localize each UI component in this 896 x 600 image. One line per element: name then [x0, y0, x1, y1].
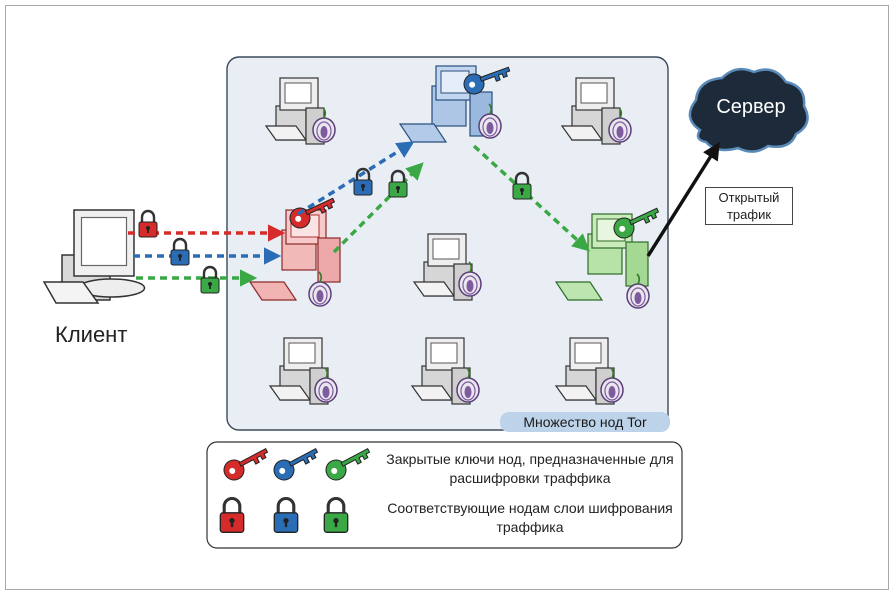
tor-nodes-label: Множество нод Tor	[500, 412, 670, 432]
blue-padlock-icon	[169, 237, 191, 267]
legend-locks-text: Соответствующие нодам слои шифрования тр…	[387, 500, 673, 535]
middle-node-blue-computer-icon	[398, 61, 514, 143]
server-cloud-icon	[688, 67, 809, 153]
green-padlock-icon	[199, 265, 221, 295]
entry-node-red-computer-icon	[248, 192, 341, 307]
server-label: Сервер	[716, 96, 786, 118]
client-label: Клиент	[55, 322, 128, 347]
red-padlock-icon	[137, 209, 159, 239]
green-traffic-arrow	[332, 162, 424, 254]
blue-traffic-arrow	[297, 141, 415, 216]
open-traffic-label: Открытый трафик	[705, 187, 793, 225]
exit-node-green-computer-icon	[554, 202, 664, 309]
legend-keys-text: Закрытые ключи нод, предназначенные для …	[386, 451, 674, 486]
page-frame	[5, 5, 889, 590]
client-computer-icon	[42, 209, 146, 304]
open-traffic-arrow	[646, 142, 720, 257]
